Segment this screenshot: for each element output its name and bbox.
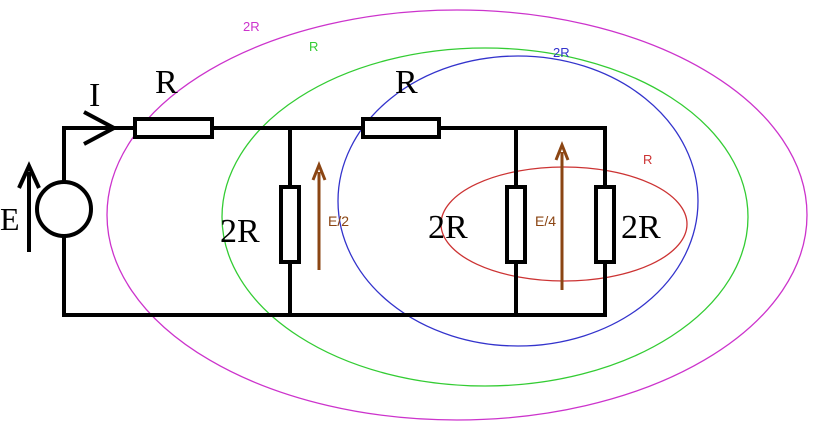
voltage-label-e4: E/4 (535, 213, 556, 229)
green-ellipse (221, 47, 749, 387)
resistor-2r-left (279, 185, 301, 264)
source-arrow-head (17, 161, 41, 189)
magenta-ellipse-label: 2R (243, 19, 260, 34)
current-arrow (83, 110, 119, 146)
shunt-resistor-label-2: 2R (428, 209, 468, 246)
shunt-resistor-label-1: 2R (220, 213, 260, 250)
resistor-r2 (361, 117, 441, 139)
voltage-label-e2: E/2 (328, 213, 349, 229)
current-label: I (89, 77, 100, 114)
source-label: E (0, 201, 20, 237)
green-ellipse-label: R (309, 39, 318, 54)
blue-ellipse-label: 2R (553, 45, 570, 60)
shunt-resistor-label-3: 2R (621, 209, 661, 246)
voltage-source (35, 180, 93, 238)
resistor-2r-right (594, 185, 616, 264)
wires (62, 126, 607, 317)
red-ellipse-label: R (643, 152, 652, 167)
magenta-ellipse (106, 9, 808, 421)
resistor-2r-middle (505, 185, 527, 264)
voltage-arrow-e2-head (311, 160, 327, 181)
resistor-r1 (133, 117, 214, 139)
top-resistor-label-1: R (155, 64, 178, 101)
blue-ellipse (337, 55, 699, 347)
top-resistor-label-2: R (395, 64, 418, 101)
red-ellipse (440, 166, 688, 282)
voltage-arrow-e4-head (554, 140, 570, 161)
